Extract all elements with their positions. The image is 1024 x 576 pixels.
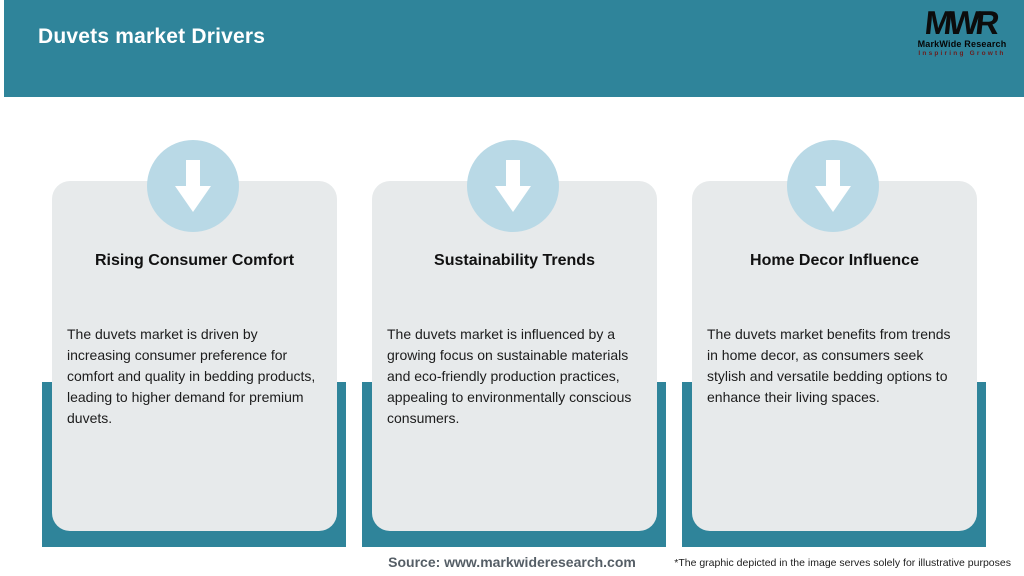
page-title: Duvets market Drivers bbox=[38, 25, 266, 48]
disclaimer-text: *The graphic depicted in the image serve… bbox=[674, 557, 1011, 569]
arrow-down-glyph bbox=[175, 160, 211, 212]
driver-card-rising-consumer-comfort: Rising Consumer Comfort The duvets marke… bbox=[52, 181, 337, 531]
arrow-down-icon bbox=[147, 140, 239, 232]
logo-monogram: MWR bbox=[922, 4, 998, 41]
arrow-down-icon bbox=[787, 140, 879, 232]
driver-card-home-decor-influence: Home Decor Influence The duvets market b… bbox=[692, 181, 977, 531]
card-body: The duvets market benefits from trends i… bbox=[707, 326, 951, 405]
header-bar: Duvets market Drivers MWR MarkWide Resea… bbox=[4, 0, 1024, 97]
card-title: Home Decor Influence bbox=[750, 252, 919, 269]
markwide-logo: MWR MarkWide Research Inspiring Growth bbox=[912, 4, 1012, 58]
card-body: The duvets market is driven by increasin… bbox=[67, 326, 316, 426]
arrow-down-glyph bbox=[815, 160, 851, 212]
arrow-down-icon bbox=[467, 140, 559, 232]
card-title: Sustainability Trends bbox=[434, 252, 595, 269]
logo-name: MarkWide Research bbox=[917, 39, 1007, 49]
source-text: Source: www.markwideresearch.com bbox=[388, 554, 636, 570]
arrow-down-glyph bbox=[495, 160, 531, 212]
card-title: Rising Consumer Comfort bbox=[94, 252, 295, 269]
driver-card-sustainability-trends: Sustainability Trends The duvets market … bbox=[372, 181, 657, 531]
logo-tagline: Inspiring Growth bbox=[918, 50, 1006, 57]
card-body: The duvets market is influenced by a gro… bbox=[387, 326, 632, 426]
